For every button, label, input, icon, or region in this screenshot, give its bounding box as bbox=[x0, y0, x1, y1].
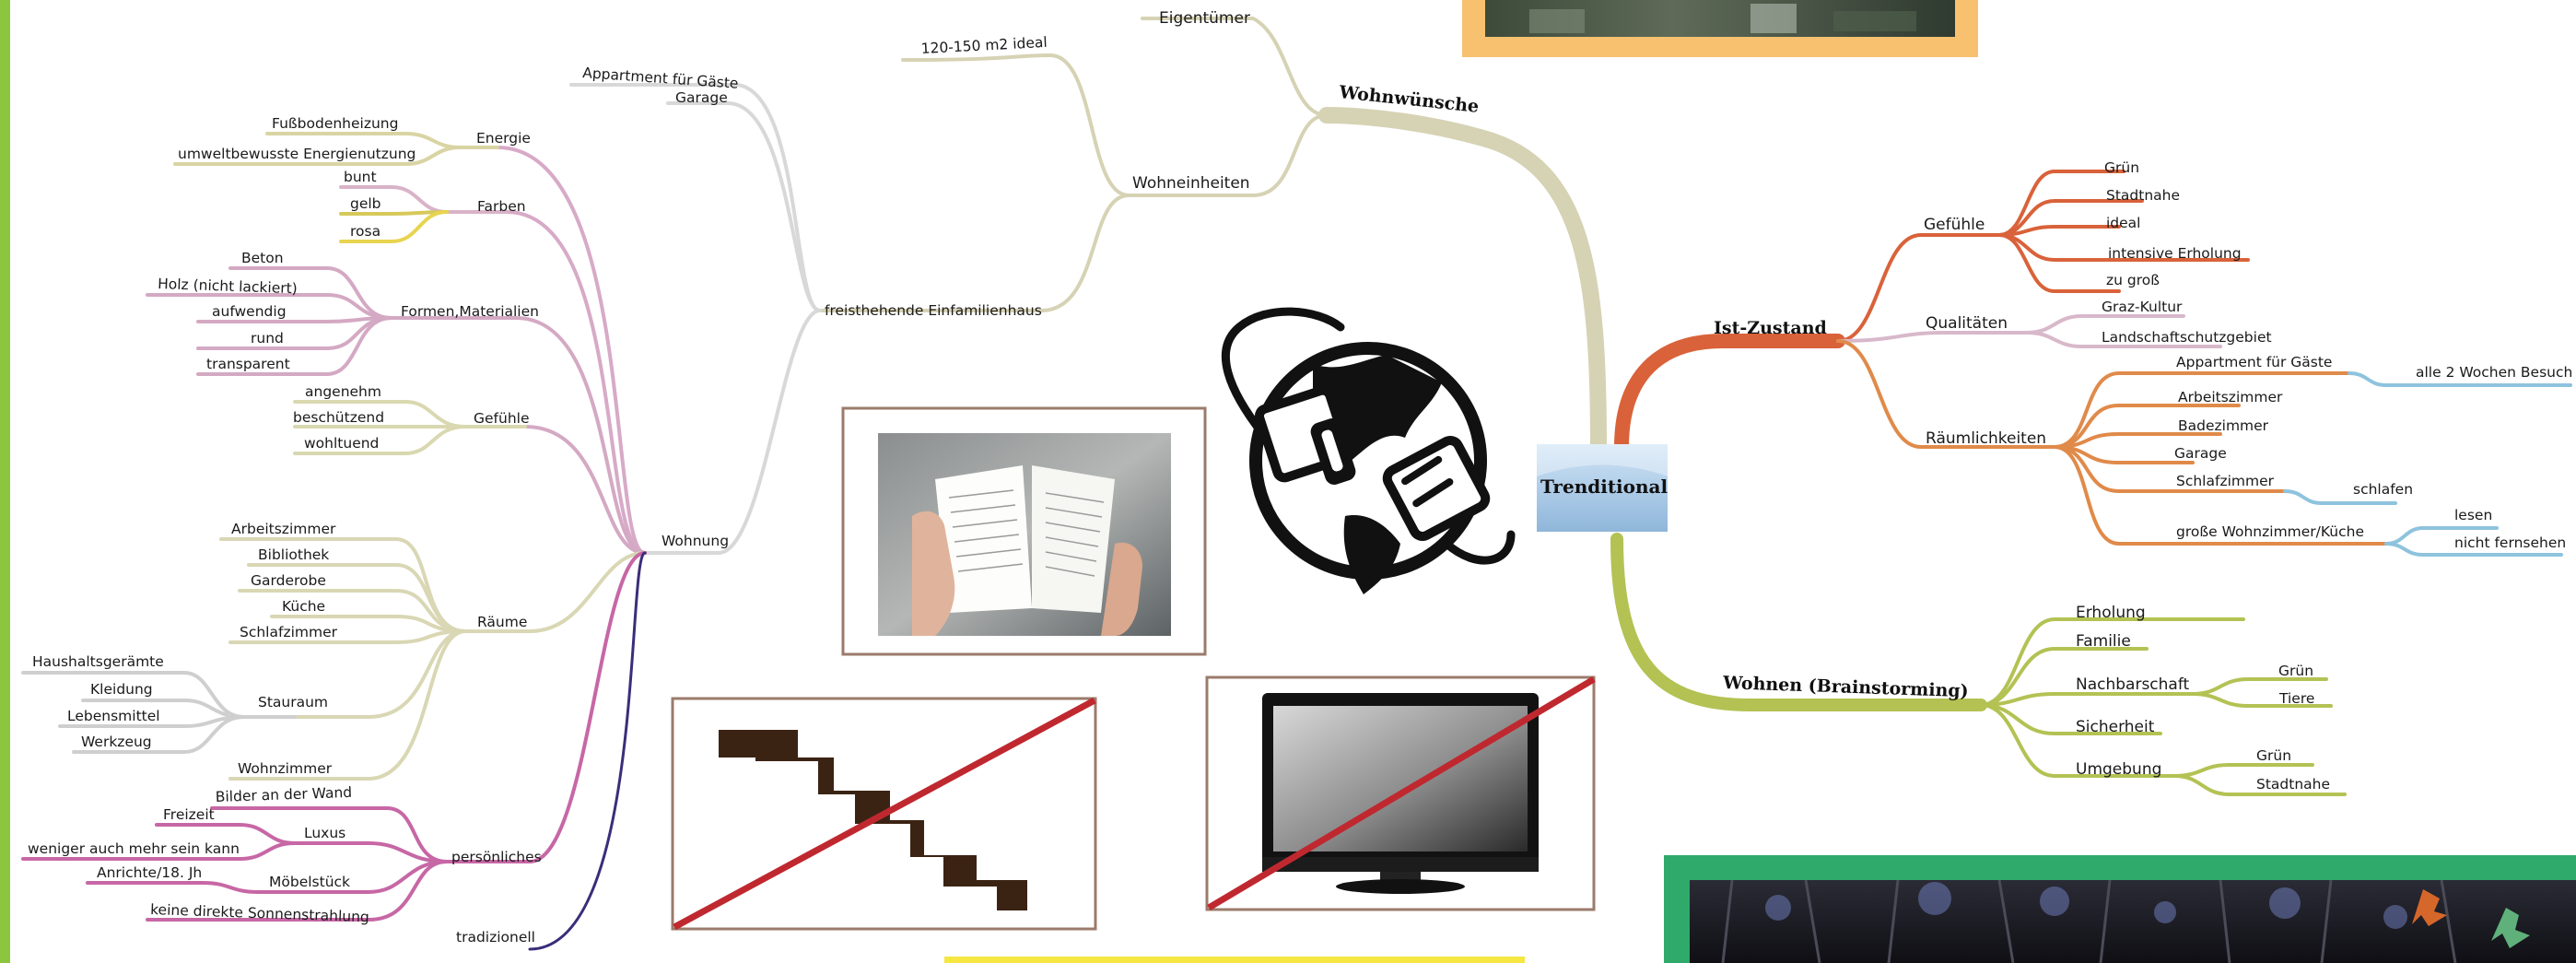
node-wohneinheiten[interactable]: Wohneinheiten bbox=[1132, 174, 1250, 193]
node-garage[interactable]: Garage bbox=[675, 89, 728, 106]
leaf-ist-zugross[interactable]: zu groß bbox=[2106, 272, 2160, 288]
leaf-nb-tiere[interactable]: Tiere bbox=[2278, 690, 2314, 707]
node-moebel[interactable]: Möbelstück bbox=[269, 874, 350, 890]
leaf-fernsehen[interactable]: nicht fernsehen bbox=[2454, 534, 2566, 551]
leaf-bilder[interactable]: Bilder an der Wand bbox=[216, 784, 353, 805]
leaf-ist-stadtnahe[interactable]: Stadtnahe bbox=[2106, 187, 2180, 204]
leaf-weniger[interactable]: weniger auch mehr sein kann bbox=[28, 840, 240, 857]
leaf-ist-badezimmer[interactable]: Badezimmer bbox=[2178, 417, 2269, 434]
root-label: Trenditional bbox=[1540, 476, 1668, 498]
leaf-beton[interactable]: Beton bbox=[241, 250, 284, 266]
node-tradizionell[interactable]: tradizionell bbox=[456, 929, 535, 945]
leaf-um-stadtnahe[interactable]: Stadtnahe bbox=[2256, 776, 2330, 793]
book-photo bbox=[841, 406, 1207, 656]
left-accent-bar bbox=[0, 0, 10, 963]
leaf-ist-erholung[interactable]: intensive Erholung bbox=[2108, 245, 2242, 262]
leaf-haushaltsgeraete[interactable]: Haushaltsgerämte bbox=[32, 653, 164, 670]
branch-brainstorming[interactable]: Wohnen (Brainstorming) bbox=[1722, 673, 1969, 701]
leaf-bunt[interactable]: bunt bbox=[344, 169, 377, 185]
leaf-wohnzimmer[interactable]: Wohnzimmer bbox=[238, 760, 333, 777]
node-wohnung[interactable]: Wohnung bbox=[662, 533, 729, 549]
node-einfamilienhaus[interactable]: freisthehende Einfamilienhaus bbox=[825, 302, 1042, 319]
leaf-gelb[interactable]: gelb bbox=[350, 195, 381, 212]
leaf-transparent[interactable]: transparent bbox=[206, 356, 290, 372]
leaf-sicherheit[interactable]: Sicherheit bbox=[2076, 718, 2155, 736]
leaf-ist-schlafzimmer[interactable]: Schlafzimmer bbox=[2176, 473, 2275, 489]
leaf-nb-gruen[interactable]: Grün bbox=[2278, 663, 2313, 679]
leaf-holz[interactable]: Holz (nicht lackiert) bbox=[158, 276, 298, 297]
node-formen[interactable]: Formen,Materialien bbox=[401, 303, 539, 320]
node-qualitaeten[interactable]: Qualitäten bbox=[1926, 314, 2008, 333]
node-energie[interactable]: Energie bbox=[476, 130, 531, 147]
leaf-aufwendig[interactable]: aufwendig bbox=[212, 303, 287, 320]
node-luxus[interactable]: Luxus bbox=[304, 825, 345, 841]
leaf-sonne[interactable]: keine direkte Sonnenstrahlung bbox=[150, 901, 369, 925]
leaf-beschuetzend[interactable]: beschützend bbox=[293, 409, 384, 426]
leaf-besuch[interactable]: alle 2 Wochen Besuch bbox=[2416, 364, 2572, 381]
leaf-rosa[interactable]: rosa bbox=[350, 223, 381, 240]
forest-photo bbox=[1664, 855, 2576, 963]
leaf-kleidung[interactable]: Kleidung bbox=[90, 681, 153, 698]
node-ist-gefuehle[interactable]: Gefühle bbox=[1924, 216, 1985, 234]
leaf-um-gruen[interactable]: Grün bbox=[2256, 747, 2291, 764]
stairs-icon bbox=[671, 697, 1097, 931]
leaf-ist-wohnzimmer[interactable]: große Wohnzimmer/Küche bbox=[2176, 523, 2364, 540]
leaf-lesen[interactable]: lesen bbox=[2454, 507, 2492, 523]
branch-ist-zustand[interactable]: Ist-Zustand bbox=[1714, 318, 1827, 338]
leaf-ist-ideal[interactable]: ideal bbox=[2106, 215, 2141, 231]
node-persoenliches[interactable]: persönliches bbox=[451, 849, 542, 865]
city-photo bbox=[1462, 0, 1978, 57]
leaf-energienutzung[interactable]: umweltbewusste Energienutzung bbox=[178, 146, 416, 162]
leaf-nachbarschaft[interactable]: Nachbarschaft bbox=[2076, 675, 2190, 694]
leaf-arbeitszimmer[interactable]: Arbeitszimmer bbox=[231, 521, 336, 537]
leaf-ist-appartment[interactable]: Appartment für Gäste bbox=[2176, 354, 2332, 370]
leaf-kueche[interactable]: Küche bbox=[282, 598, 325, 615]
leaf-anrichte[interactable]: Anrichte/18. Jh bbox=[97, 864, 202, 881]
leaf-umgebung[interactable]: Umgebung bbox=[2076, 760, 2161, 779]
leaf-werkzeug[interactable]: Werkzeug bbox=[81, 734, 152, 750]
leaf-schlafen[interactable]: schlafen bbox=[2353, 481, 2413, 498]
leaf-erholung[interactable]: Erholung bbox=[2076, 604, 2146, 622]
node-120-150[interactable]: 120-150 m2 ideal bbox=[920, 34, 1048, 57]
leaf-familie[interactable]: Familie bbox=[2076, 632, 2131, 651]
leaf-graz-kultur[interactable]: Graz-Kultur bbox=[2102, 299, 2183, 315]
leaf-wohltuend[interactable]: wohltuend bbox=[304, 435, 379, 452]
node-appartment[interactable]: Appartment für Gäste bbox=[582, 65, 739, 92]
bottom-yellow-bar bbox=[944, 957, 1525, 963]
node-raeume[interactable]: Räume bbox=[477, 614, 527, 630]
node-farben[interactable]: Farben bbox=[477, 198, 526, 215]
leaf-schlafzimmer[interactable]: Schlafzimmer bbox=[240, 624, 338, 640]
leaf-angenehm[interactable]: angenehm bbox=[305, 383, 381, 400]
leaf-lebensmittel[interactable]: Lebensmittel bbox=[67, 708, 160, 724]
leaf-freizeit[interactable]: Freizeit bbox=[163, 806, 215, 823]
leaf-ist-garage[interactable]: Garage bbox=[2174, 445, 2227, 462]
leaf-bibliothek[interactable]: Bibliothek bbox=[258, 546, 329, 563]
leaf-garderobe[interactable]: Garderobe bbox=[251, 572, 326, 589]
leaf-ist-arbeitszimmer[interactable]: Arbeitszimmer bbox=[2178, 389, 2283, 405]
node-eigentuemer[interactable]: Eigentümer bbox=[1159, 9, 1250, 28]
node-raeumlichkeiten[interactable]: Räumlichkeiten bbox=[1926, 429, 2046, 448]
globe-plug-icon bbox=[1221, 307, 1516, 594]
tv-icon bbox=[1205, 675, 1596, 911]
root-node[interactable]: Trenditional bbox=[1537, 444, 1668, 532]
node-stauraum[interactable]: Stauraum bbox=[258, 694, 328, 711]
node-gefuehle[interactable]: Gefühle bbox=[474, 410, 530, 427]
leaf-ist-gruen[interactable]: Grün bbox=[2104, 159, 2139, 176]
leaf-fussbodenheizung[interactable]: Fußbodenheizung bbox=[272, 115, 398, 132]
leaf-landschaft[interactable]: Landschaftschutzgebiet bbox=[2102, 329, 2272, 346]
leaf-rund[interactable]: rund bbox=[251, 330, 284, 346]
